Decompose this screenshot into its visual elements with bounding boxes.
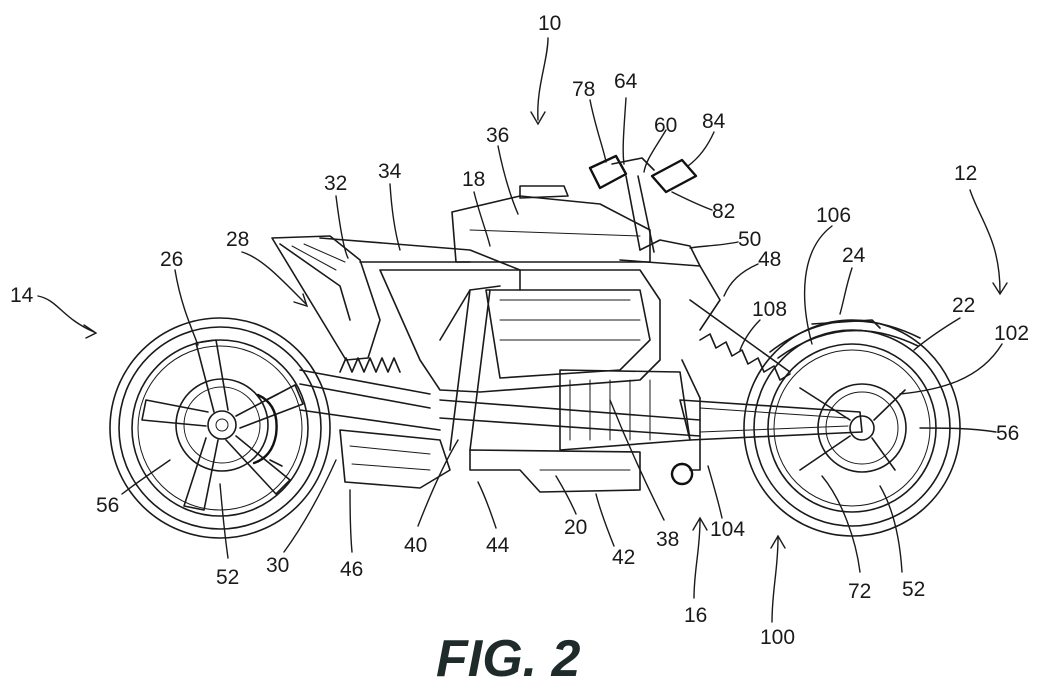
callout-36: 36 [486,124,509,147]
callout-108: 108 [752,298,787,321]
tank-top [451,185,651,263]
callout-72: 72 [848,580,871,603]
callout-104: 104 [710,518,745,541]
callout-46: 46 [340,558,363,581]
callout-34: 34 [378,160,402,183]
callout-22: 22 [952,294,975,317]
handlebar [588,154,698,253]
callout-44: 44 [486,534,510,557]
front-suspension [299,357,441,431]
callout-18: 18 [462,168,485,191]
callout-40: 40 [404,534,427,557]
callout-78: 78 [572,78,595,101]
callout-60: 60 [654,114,677,137]
callout-20: 20 [564,516,587,539]
rear-brake-disc [817,383,907,473]
callout-82: 82 [712,200,735,223]
callout-26: 26 [160,248,183,271]
callout-84: 84 [702,110,726,133]
rear-wheel [743,319,961,537]
callout-12: 12 [954,162,977,185]
callout-28: 28 [226,228,249,251]
callout-30: 30 [266,554,289,577]
callout-50: 50 [738,228,761,251]
callout-102: 102 [994,322,1029,345]
body-frame [379,239,721,493]
leader-lines [37,37,1008,623]
callout-14: 14 [10,284,34,307]
callout-56-rear: 56 [996,422,1019,445]
front-wheel [109,317,331,539]
callout-48: 48 [758,248,781,271]
callout-52-rear: 52 [902,578,925,601]
front-fairing [271,235,521,361]
callout-32: 32 [324,172,347,195]
callout-64: 64 [614,70,638,93]
callout-56-front: 56 [96,494,119,517]
lower-panels [339,429,451,489]
figure-title: FIG. 2 [436,630,581,680]
callout-24: 24 [842,244,866,267]
callout-38: 38 [656,528,679,551]
callout-106: 106 [816,204,851,227]
callout-100: 100 [760,626,795,649]
callout-52-front: 52 [216,566,239,589]
callout-10: 10 [538,12,561,35]
callout-labels: 10 12 14 16 18 20 22 24 26 28 30 32 34 3… [10,12,1029,649]
callout-42: 42 [612,546,635,569]
callout-16: 16 [684,604,707,627]
swingarm [670,299,863,486]
